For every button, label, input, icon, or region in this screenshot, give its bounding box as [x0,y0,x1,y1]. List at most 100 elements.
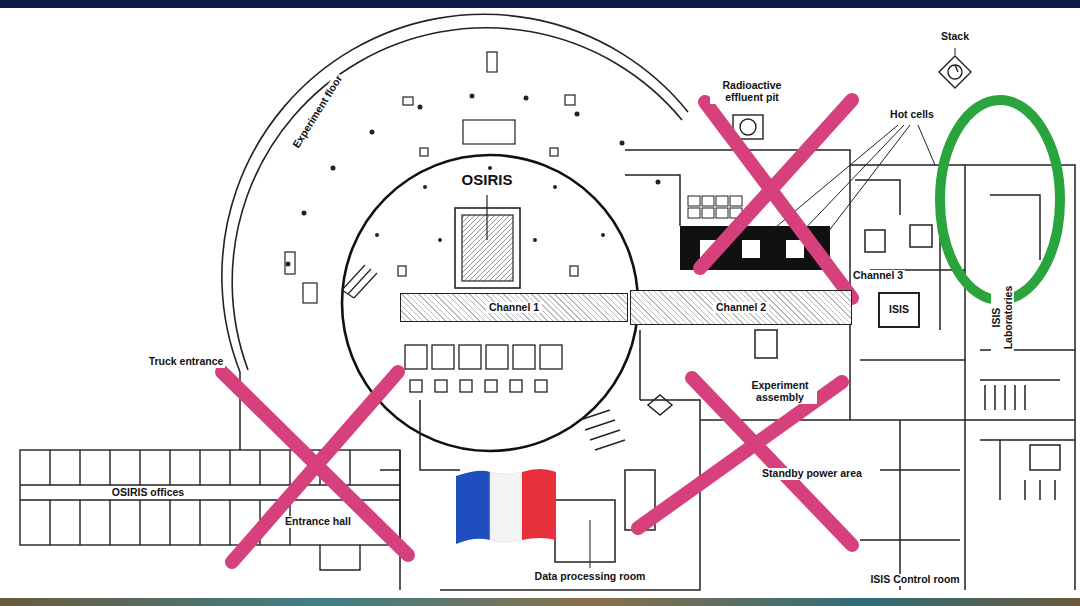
room-name: Channel 2 [713,302,769,314]
stack-symbol [939,56,971,88]
building-walls [625,175,680,226]
building-walls [625,150,1075,590]
hot-cells [688,196,742,218]
leader-lines [828,125,910,232]
bottom-strip [0,598,1080,606]
ring-dots [601,233,605,237]
storage-bays [460,380,472,392]
plan-label: Stack [939,31,971,43]
office-wing [20,450,400,570]
experiment-floor-wall [232,28,682,370]
building-walls [910,225,932,247]
ring-dots [656,180,661,185]
storage-bays [405,345,562,392]
floor-equipment [342,265,377,298]
french-flag [522,469,556,540]
floor-equipment [420,148,428,156]
stack-symbol [955,65,958,72]
pink-cross [232,372,398,562]
floor-equipment [486,195,487,240]
floor-equipment [303,283,317,303]
room-name: Channel 1 [486,302,542,314]
pink-cross [700,100,852,268]
plan-label: OSIRIS offices [110,487,186,499]
pink-cross [638,382,842,528]
hot-cells [716,208,728,218]
plan-label: Standby power area [760,468,864,480]
building-walls [1025,480,1055,500]
building-walls [440,400,700,590]
building-walls [640,330,672,415]
hot-cells [688,196,700,206]
storage-bays [535,380,547,392]
plan-label: ISIS Laboratories [990,279,1013,358]
french-flag [456,469,556,544]
reactor-building [342,155,638,451]
plan-label: Entrance hall [283,516,353,528]
floor-equipment [565,95,575,105]
building-walls [755,330,777,358]
building-walls [855,180,900,215]
building-walls [380,400,460,590]
floor-equipment [550,148,558,156]
plan-label: OSIRIS [460,172,515,189]
building-walls [865,230,885,252]
ring-dots [438,238,442,242]
storage-bays [459,345,481,369]
experiment-floor-wall [222,14,688,372]
storage-bays [486,345,508,369]
hot-cells [688,208,700,218]
floor-equipment [285,52,578,303]
storage-bays [540,345,562,369]
building-walls [860,420,960,590]
hot-cells [786,240,804,258]
building-walls [964,165,966,590]
effluent-pit [740,119,756,135]
channel-band: Channel 1 [400,293,628,322]
ring-dots [302,211,307,216]
building-walls [980,350,1075,410]
ring-dots [375,233,379,237]
storage-bays [405,345,427,369]
floor-equipment [285,252,295,274]
ring-dots [423,185,427,189]
ring-dots [575,112,580,117]
ring-dots [370,130,375,135]
building-walls [860,359,965,361]
green-circle [940,100,1060,300]
plan-label: Experiment assembly [743,380,817,403]
hot-cells [730,196,742,206]
ring-dots [533,238,537,242]
green-circle [940,100,1060,300]
plan-label: Truck entrance [147,356,226,368]
floor-equipment [570,266,578,276]
leader-lines [918,125,935,165]
floor-equipment [398,266,406,276]
storage-bays [510,380,522,392]
hot-cells [702,196,714,206]
lab-box: ISIS [878,292,920,328]
plan-label: ISIS Control room [868,574,961,586]
ring-dots [524,96,529,101]
building-walls [700,419,1075,421]
leader-lines [955,48,956,55]
floor-equipment [487,52,497,72]
storage-bays [410,380,422,392]
ring-dots [620,141,625,146]
ring-dots [488,166,492,170]
experiment-floor-wall [222,14,688,372]
hot-cells [702,208,714,218]
floor-equipment [403,97,413,105]
building-walls [580,410,625,450]
room-name: ISIS [886,304,912,316]
floor-equipment [463,120,515,144]
stack-symbol [939,56,971,88]
storage-bays [432,345,454,369]
french-flag [490,472,522,542]
reactor-building [342,155,638,451]
ring-dots [286,262,291,267]
plan-label: Channel 3 [851,270,905,282]
building-walls [240,150,1075,590]
pink-cross [222,100,852,562]
plan-label: Hot cells [888,109,936,121]
